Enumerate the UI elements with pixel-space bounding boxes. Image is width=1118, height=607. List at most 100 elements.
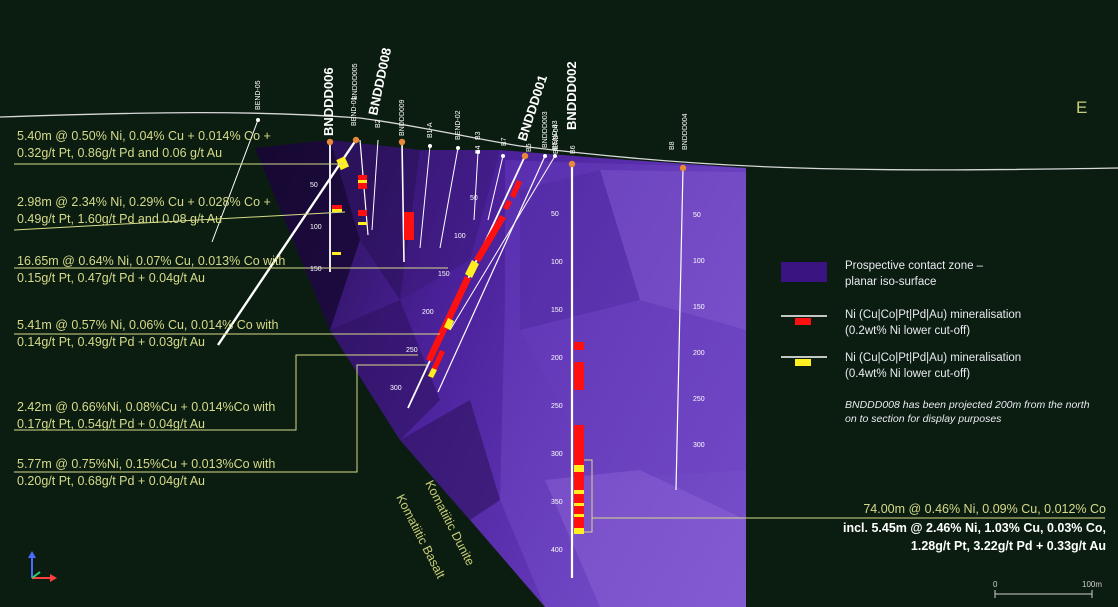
depth-tick-bnddd001: 150	[438, 271, 450, 278]
hole-label-bend04: BEND-04	[553, 124, 560, 154]
depth-tick-bnddd004: 200	[693, 350, 705, 357]
intercept-line2: 0.20g/t Pt, 0.68g/t Pd + 0.04g/t Au	[17, 474, 205, 488]
depth-tick-bnddd001: 300	[390, 385, 402, 392]
depth-tick-bnddd002: 400	[551, 547, 563, 554]
legend-mineral-02-label: Ni (Cu|Co|Pt|Pd|Au) mineralisation (0.2w…	[845, 307, 1021, 339]
hole-label-b5: B5	[526, 143, 533, 152]
depth-tick-bnddd002: 100	[551, 259, 563, 266]
hole-label-b4: B4	[475, 145, 482, 154]
depth-tick-bnddd002: 250	[551, 403, 563, 410]
legend-zone-swatch	[781, 262, 827, 282]
depth-tick-bnddd004: 250	[693, 396, 705, 403]
projection-note: BNDDD008 has been projected 200m from th…	[845, 399, 1090, 425]
hole-label-bnddd005: BNDDD005	[352, 63, 359, 100]
legend-zone-line2: planar iso-surface	[845, 276, 937, 288]
depth-tick-bnddd004: 300	[693, 442, 705, 449]
collar-bnddd008	[398, 138, 406, 146]
interval-0-4pct	[574, 528, 584, 534]
legend-mineral-02-swatch	[795, 318, 811, 325]
depth-tick-bnddd001: 250	[406, 347, 418, 354]
scale-bar-start: 0	[993, 580, 998, 589]
collar-b1a	[428, 144, 432, 148]
depth-tick-bnddd002: 150	[551, 307, 563, 314]
scale-bar: 0 100m	[993, 580, 1102, 598]
intercept-annotation: 2.98m @ 2.34% Ni, 0.29% Cu + 0.028% Co +…	[17, 194, 271, 228]
depth-tick-bnddd002: 300	[551, 451, 563, 458]
intercept-line2: 0.14g/t Pt, 0.49g/t Pd + 0.03g/t Au	[17, 335, 205, 349]
collars	[256, 118, 687, 172]
interval-0-2pct	[574, 425, 584, 465]
interval-0-4pct	[574, 465, 584, 472]
depth-tick-bnddd002: 350	[551, 499, 563, 506]
depth-tick-bnddd002: 50	[551, 211, 559, 218]
hole-label-b7: B7	[501, 137, 508, 146]
interval-0-4pct	[332, 252, 341, 255]
collar-bend-02	[456, 146, 460, 150]
interval-0-4pct	[332, 209, 342, 212]
mineralised-intervals	[332, 156, 584, 534]
compass-east: E	[1076, 98, 1088, 117]
topographic-surface	[0, 111, 1118, 171]
interval-0-4pct	[574, 503, 584, 506]
hole-label-bnddd004: BNDDD004	[682, 113, 689, 150]
legend-mineral-02-line1: Ni (Cu|Co|Pt|Pd|Au) mineralisation	[845, 309, 1022, 321]
collar-bnddd001	[521, 152, 529, 160]
collar-bnddd004	[679, 164, 687, 172]
interval-0-2pct	[574, 364, 584, 390]
interval-0-2pct	[503, 200, 512, 210]
hole-label-bend01: BEND-01	[351, 96, 358, 126]
collar-bnddd006	[326, 138, 334, 146]
legend-swatches	[781, 262, 827, 366]
hole-label-bend02: BEND-02	[455, 110, 462, 140]
depth-tick-bnddd001: 50	[470, 195, 478, 202]
interval-0-2pct	[574, 342, 584, 350]
depth-tick-bnddd001: 200	[422, 309, 434, 316]
collar-bend-05	[256, 118, 260, 122]
intercept-line2: 0.15g/t Pt, 0.47g/t Pd + 0.04g/t Au	[17, 271, 205, 285]
intercept-line1: 2.98m @ 2.34% Ni, 0.29% Cu + 0.028% Co +	[17, 195, 271, 209]
interval-0-4pct	[358, 180, 367, 183]
depth-tick-bnddd004: 100	[693, 258, 705, 265]
interval-0-2pct	[358, 210, 367, 216]
intercept-line2: 0.17g/t Pt, 0.54g/t Pd + 0.04g/t Au	[17, 417, 205, 431]
intercept-annotation: 5.77m @ 0.75%Ni, 0.15%Cu + 0.013%Co with…	[17, 456, 275, 490]
legend-mineral-04-label: Ni (Cu|Co|Pt|Pd|Au) mineralisation (0.4w…	[845, 350, 1021, 382]
depth-tick-bnddd004: 50	[693, 212, 701, 219]
annotation-leaders	[13, 163, 1105, 533]
bnddd002-intercept-incl-2: 1.28g/t Pt, 3.22g/t Pd + 0.33g/t Au	[910, 539, 1106, 553]
collar-bend-04	[553, 154, 557, 158]
interval-0-4pct	[574, 514, 584, 517]
legend-mineral-04-line2: (0.4wt% Ni lower cut-off)	[845, 368, 971, 380]
depth-tick-bnddd006: 100	[310, 224, 322, 231]
intercept-line1: 16.65m @ 0.64% Ni, 0.07% Cu, 0.013% Co w…	[17, 254, 286, 268]
interval-0-4pct	[358, 222, 367, 225]
legend-zone-label: Prospective contact zone – planar iso-su…	[845, 258, 983, 290]
depth-tick-bnddd004: 150	[693, 304, 705, 311]
interval-0-4pct	[336, 156, 350, 171]
hole-label-bend03: BEND-03	[552, 120, 559, 150]
intercept-annotation: 5.41m @ 0.57% Ni, 0.06% Cu, 0.014% Co wi…	[17, 317, 278, 351]
interval-0-4pct	[465, 260, 479, 278]
hole-label-b8: B8	[669, 141, 676, 150]
collar-bnddd002	[568, 160, 576, 168]
scale-bar-end: 100m	[1082, 580, 1102, 589]
hole-label-bnddd006: BNDDD006	[321, 67, 336, 136]
intercept-line1: 5.77m @ 0.75%Ni, 0.15%Cu + 0.013%Co with	[17, 457, 276, 471]
collar-bnddd005	[352, 136, 360, 144]
interval-0-4pct	[444, 318, 454, 330]
collar-b4	[476, 150, 480, 154]
depth-tick-bnddd006: 50	[310, 182, 318, 189]
intercept-line1: 2.42m @ 0.66%Ni, 0.08%Cu + 0.014%Co with	[17, 400, 276, 414]
depth-tick-bnddd002: 200	[551, 355, 563, 362]
hole-label-b6: B6	[570, 145, 577, 154]
intercept-line2: 0.32g/t Pt, 0.86g/t Pd and 0.06 g/t Au	[17, 146, 223, 160]
bnddd002-intercept: 74.00m @ 0.46% Ni, 0.09% Cu, 0.012% Co	[863, 502, 1106, 516]
intercept-line2: 0.49g/t Pt, 1.60g/t Pd and 0.08 g/t Au	[17, 212, 223, 226]
axis-triad-icon	[28, 551, 57, 582]
hole-label-bnddd003: BNDDD003	[542, 111, 549, 148]
interval-0-2pct	[332, 205, 342, 209]
intercept-line1: 5.40m @ 0.50% Ni, 0.04% Cu + 0.014% Co +	[17, 129, 271, 143]
collar-b7	[501, 154, 505, 158]
interval-0-2pct	[574, 472, 584, 530]
